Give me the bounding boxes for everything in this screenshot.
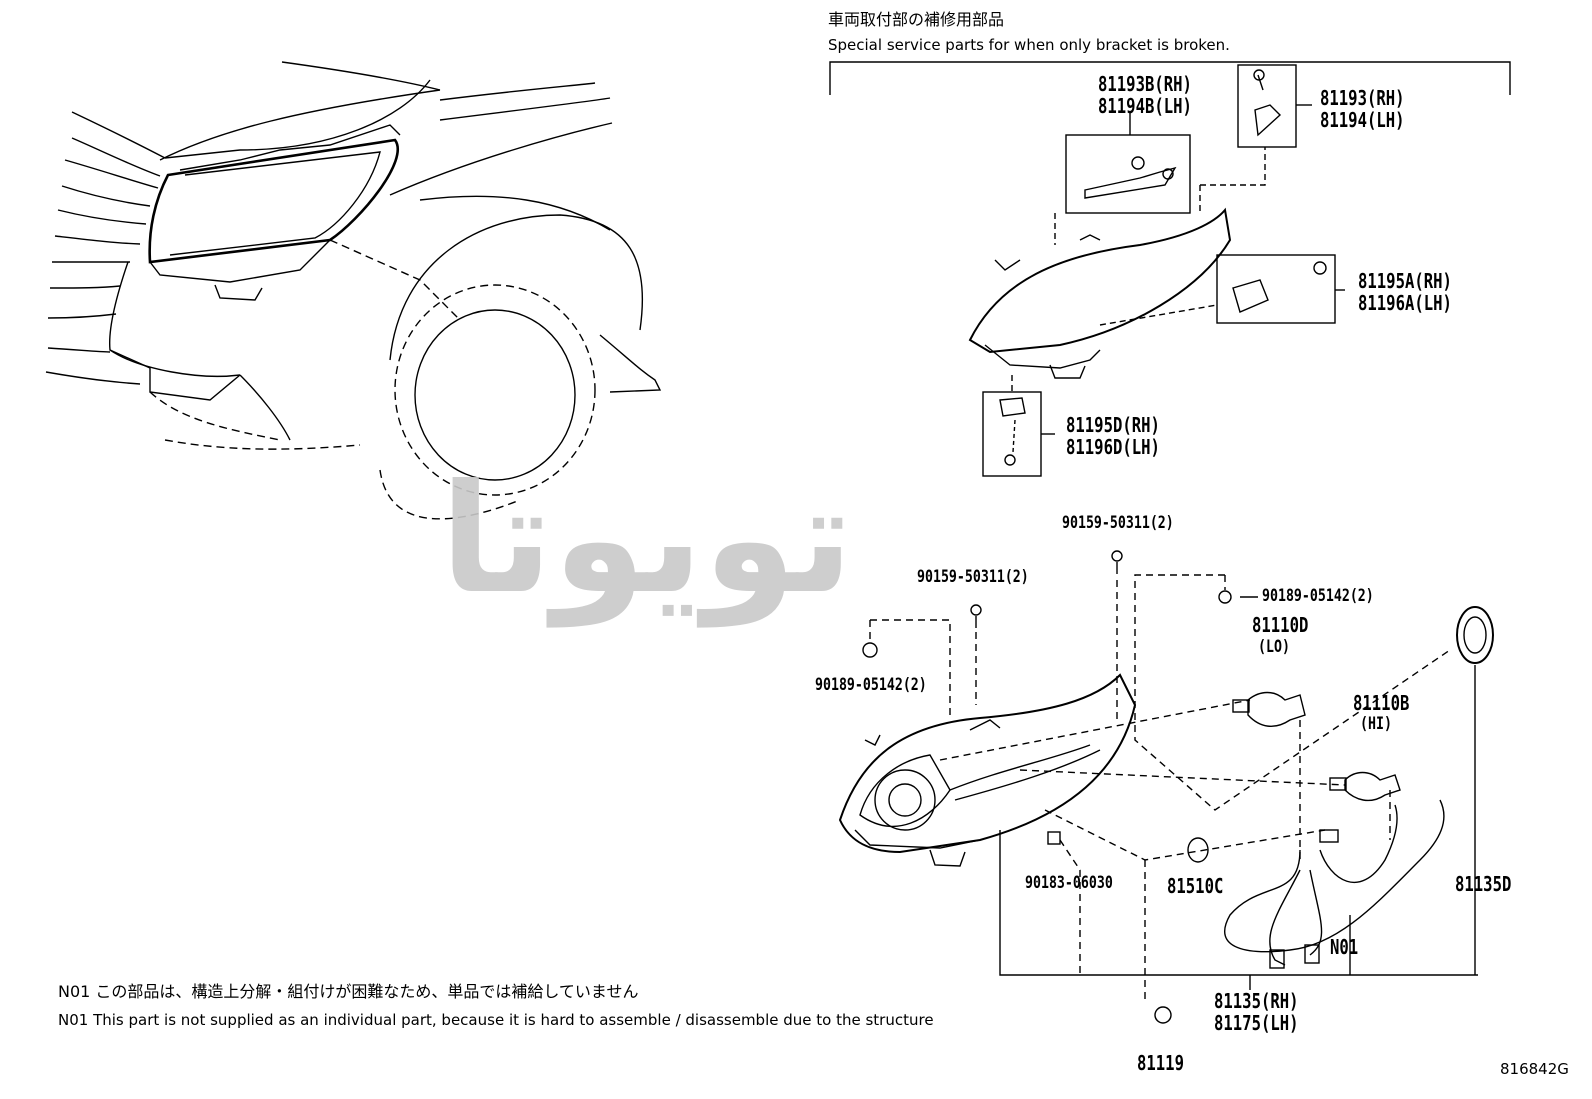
part-label-90189-a: 90189-05142(2) <box>1262 586 1374 606</box>
watermark: تویوتا <box>440 453 854 627</box>
headlamp-assembly <box>838 550 1494 1024</box>
part-label-n01: N01 <box>1330 935 1359 959</box>
upper-bracket-group <box>829 61 1511 477</box>
note-en: N01 This part is not supplied as an indi… <box>58 1011 934 1029</box>
car-front-illustration <box>45 61 662 520</box>
part-label-81195A: 81195A(RH) <box>1358 269 1452 293</box>
part-label-81195D: 81195D(RH) <box>1066 413 1160 437</box>
part-label-81194: 81194(LH) <box>1320 108 1405 132</box>
part-label-81175: 81175(LH) <box>1214 1011 1299 1035</box>
part-label-lo: (LO) <box>1258 637 1290 657</box>
part-label-81510C: 81510C <box>1167 874 1224 898</box>
part-label-90159-a: 90159-50311(2) <box>1062 513 1174 533</box>
part-label-81135D: 81135D <box>1455 872 1512 896</box>
part-label-81110D: 81110D <box>1252 613 1309 637</box>
header-title-jp: 車両取付部の補修用部品 <box>828 10 1005 29</box>
part-label-90183: 90183-06030 <box>1025 873 1113 893</box>
part-label-81196D: 81196D(LH) <box>1066 435 1160 459</box>
part-label-81193B: 81193B(RH) <box>1098 72 1192 96</box>
diagram-code: 816842G <box>1500 1060 1569 1078</box>
part-label-81119: 81119 <box>1137 1051 1184 1075</box>
part-label-90189-b: 90189-05142(2) <box>815 675 927 695</box>
part-label-81194B: 81194B(LH) <box>1098 94 1192 118</box>
part-label-90159-b: 90159-50311(2) <box>917 567 1029 587</box>
part-label-81196A: 81196A(LH) <box>1358 291 1452 315</box>
part-label-81193: 81193(RH) <box>1320 86 1405 110</box>
part-label-81135: 81135(RH) <box>1214 989 1299 1013</box>
header-title-en: Special service parts for when only brac… <box>828 36 1230 54</box>
part-label-hi: (HI) <box>1360 714 1392 734</box>
note-jp: N01 この部品は、構造上分解・組付けが困難なため、単品では補給していません <box>58 982 639 1001</box>
part-label-81110B: 81110B <box>1353 691 1410 715</box>
